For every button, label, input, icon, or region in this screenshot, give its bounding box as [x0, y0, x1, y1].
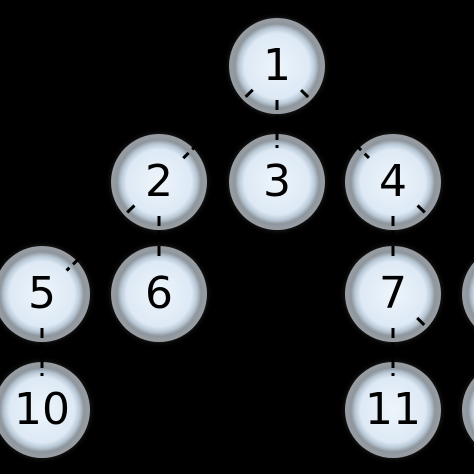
node-label: 3: [263, 156, 291, 207]
node-2: 2: [111, 134, 207, 230]
node-label: 6: [145, 268, 173, 319]
node-8: [462, 246, 474, 342]
node-4: 4: [345, 134, 441, 230]
node-label: 5: [28, 268, 56, 319]
node-11: 11: [345, 362, 441, 458]
node-label: 10: [14, 384, 70, 435]
node-label: 4: [379, 156, 407, 207]
node-6: 6: [111, 246, 207, 342]
node-3: 3: [229, 134, 325, 230]
node-7: 7: [345, 246, 441, 342]
node-label: [462, 246, 474, 342]
node-12: [462, 362, 474, 458]
node-label: 1: [263, 40, 291, 91]
node-label: 2: [145, 156, 173, 207]
node-1: 1: [229, 18, 325, 114]
node-label: 11: [365, 384, 421, 435]
node-10: 10: [0, 362, 90, 458]
node-label: [462, 362, 474, 458]
node-label: 7: [379, 268, 407, 319]
node-5: 5: [0, 246, 90, 342]
